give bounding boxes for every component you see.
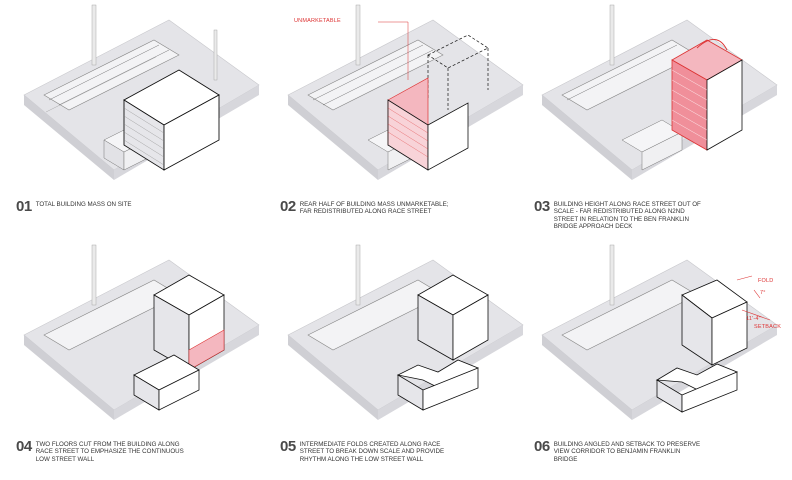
unmarketable-label: UNMARKETABLE — [294, 18, 341, 24]
step-caption: BUILDING ANGLED AND SETBACK TO PRESERVE … — [554, 440, 704, 463]
fold-label: FOLD — [758, 278, 773, 284]
step-caption: REAR HALF OF BUILDING MASS UNMARKETABLE;… — [300, 200, 450, 216]
step-caption: TWO FLOORS CUT FROM THE BUILDING ALONG R… — [36, 440, 186, 463]
angle-label: 7° — [760, 290, 766, 296]
setback-label: SETBACK — [754, 324, 781, 330]
panel-01: 01 TOTAL BUILDING MASS ON SITE — [14, 0, 264, 240]
step-number: 06 — [534, 440, 550, 454]
panel-04: 04 TWO FLOORS CUT FROM THE BUILDING ALON… — [14, 240, 264, 480]
step-number: 01 — [16, 200, 32, 214]
step-number: 04 — [16, 440, 32, 454]
setback-dimension: 11'-4" — [746, 316, 761, 322]
step-caption: TOTAL BUILDING MASS ON SITE — [36, 200, 132, 208]
panel-05: 05 INTERMEDIATE FOLDS CREATED ALONG RACE… — [278, 240, 528, 480]
panel-06: FOLD 7° 11'-4" SETBACK 06 BUILDING ANGLE… — [532, 240, 782, 480]
step-number: 03 — [534, 200, 550, 214]
step-number: 02 — [280, 200, 296, 214]
panel-02: UNMARKETABLE 02 REAR HALF OF BUILDING MA… — [278, 0, 528, 240]
step-caption: INTERMEDIATE FOLDS CREATED ALONG RACE ST… — [300, 440, 450, 463]
panel-03: 03 BUILDING HEIGHT ALONG RACE STREET OUT… — [532, 0, 782, 240]
step-caption: BUILDING HEIGHT ALONG RACE STREET OUT OF… — [554, 200, 704, 231]
step-number: 05 — [280, 440, 296, 454]
